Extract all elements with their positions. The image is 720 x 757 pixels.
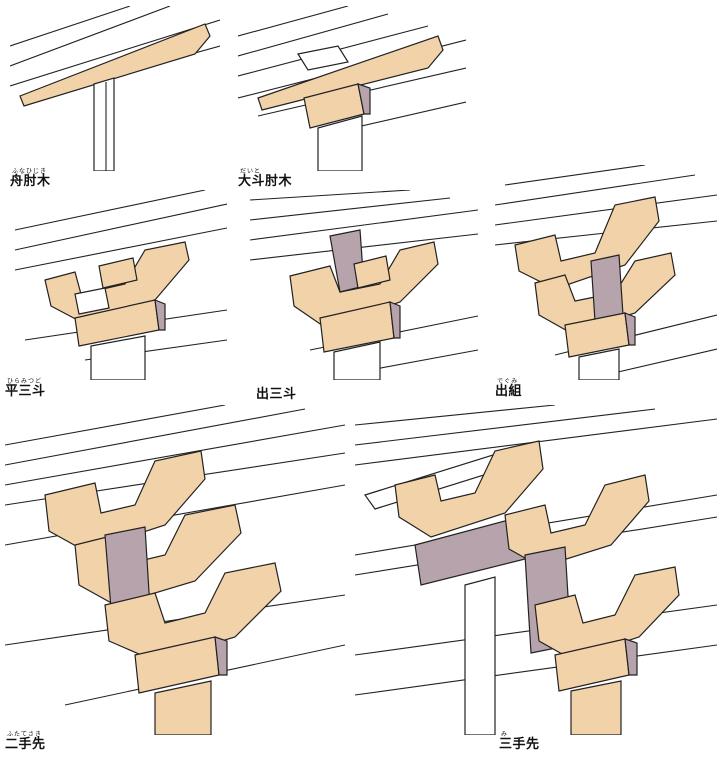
hijiki-beam [257, 35, 444, 111]
upper-block [297, 45, 349, 71]
panel-ruby: ふなひじき [12, 168, 48, 175]
funa-hijiki-illustration [10, 6, 220, 171]
daito-hijiki-illustration [238, 6, 466, 171]
panel-funa-hijiki: ふなひじき 舟肘木 [10, 6, 220, 196]
de-mitsudo-illustration [250, 190, 478, 380]
pillar [90, 335, 146, 380]
panel-ruby: み [501, 731, 509, 738]
hira-mitsudo-illustration [14, 190, 227, 380]
lower-arms [534, 252, 676, 334]
panel-de-mitsudo: 出三斗 [250, 190, 478, 402]
center-block [98, 257, 138, 289]
degumi-illustration [495, 165, 717, 380]
third-arms [534, 566, 680, 660]
panel-ruby: だいと [240, 168, 262, 175]
panel-ruby: でぐみ [497, 378, 519, 385]
mitesaki-illustration [355, 405, 717, 735]
pillar [578, 348, 620, 380]
panel-ruby: ふたてさき [7, 731, 43, 738]
pillar [333, 341, 381, 380]
panel-label: 出組 [495, 384, 523, 399]
futatesaki-illustration [5, 405, 345, 735]
panel-degumi: でぐみ 出組 [495, 165, 717, 400]
pillar-top [570, 680, 622, 735]
pillar [93, 77, 115, 171]
panel-label: 舟肘木 [10, 174, 51, 189]
top-arms [394, 440, 544, 538]
pillar-top [154, 680, 212, 735]
projecting-arm [590, 254, 624, 322]
hijiki-beam [19, 23, 211, 107]
panel-label: 大斗肘木 [238, 174, 293, 189]
panel-mitesaki: み 三手先 [355, 405, 717, 755]
panel-daito-hijiki: だいと 大斗肘木 [238, 6, 466, 196]
panel-label: 平三斗 [5, 384, 46, 399]
pillar-back [464, 576, 496, 735]
hijiki-arms [289, 241, 439, 329]
panel-ruby: ひらみつど [7, 378, 43, 385]
panel-futatesaki: ふたてさき 二手先 [5, 405, 345, 755]
panel-hira-mitsudo: ひらみつど 平三斗 [5, 190, 227, 400]
upper-arms [44, 450, 206, 552]
panel-label: 三手先 [499, 737, 540, 752]
panel-label: 二手先 [5, 737, 46, 752]
pillar [317, 115, 363, 171]
panel-label: 出三斗 [256, 387, 297, 402]
